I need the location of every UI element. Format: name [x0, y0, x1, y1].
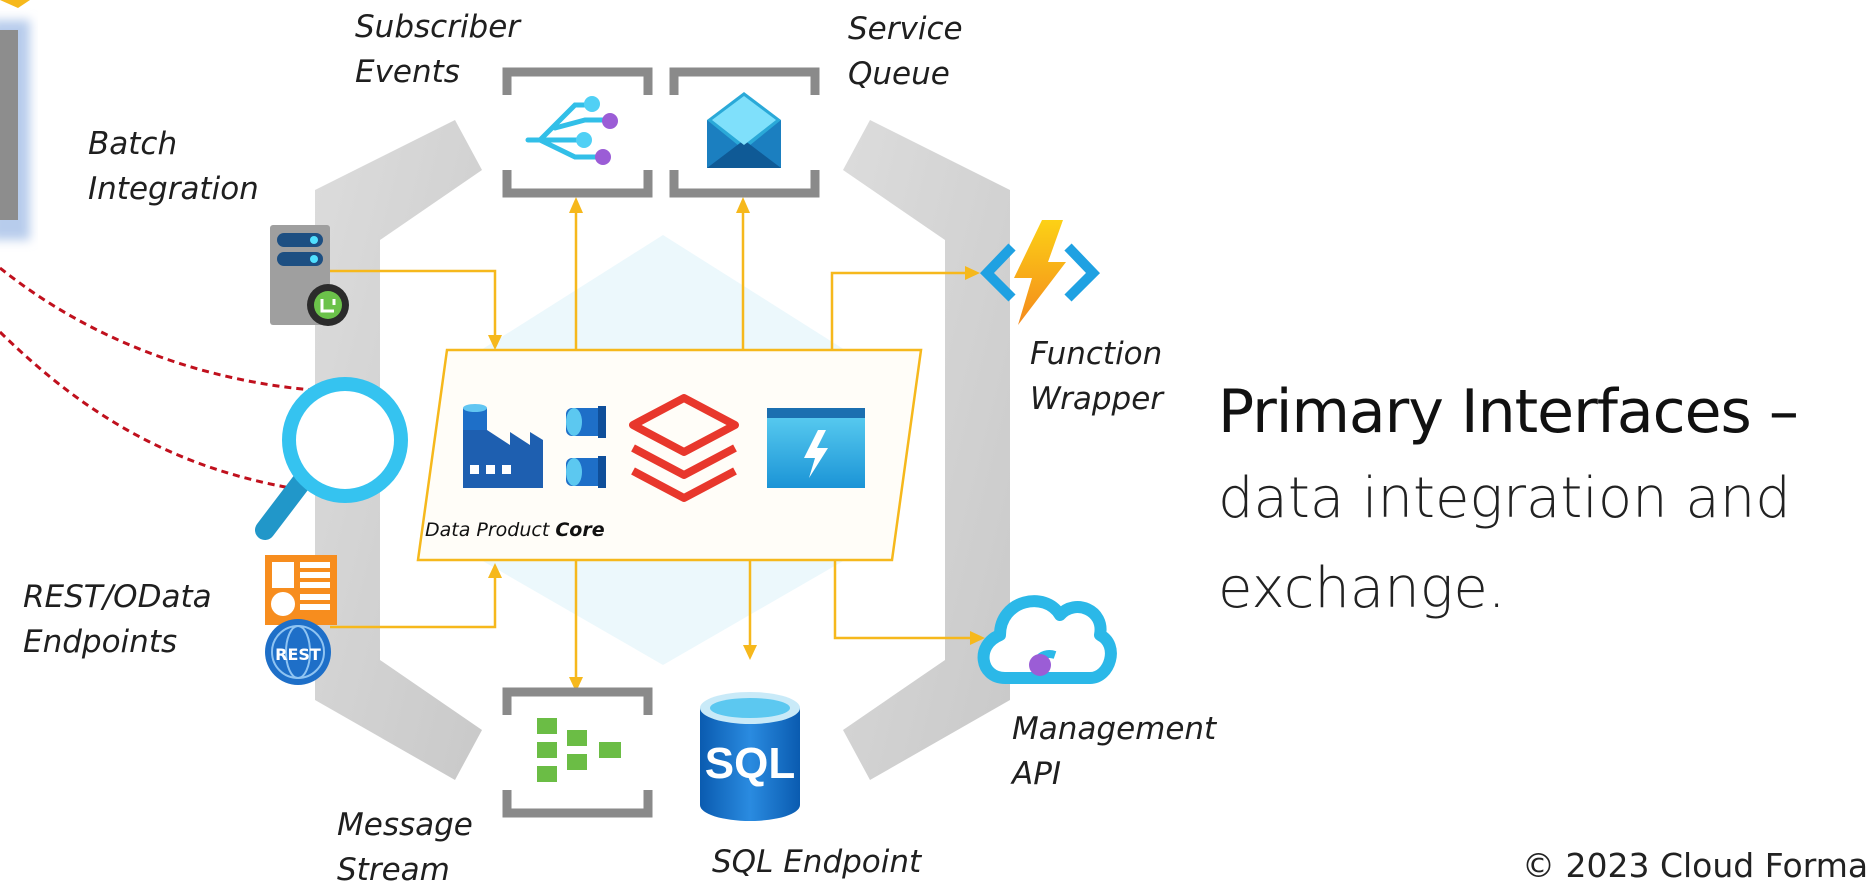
message-stream-box [502, 687, 653, 818]
headline-title: Primary Interfaces – [1218, 377, 1799, 447]
core-label-prefix: Data Product [425, 519, 556, 541]
file-share-icon [767, 408, 865, 488]
cropped-panel [0, 0, 30, 240]
event-grid-icon [525, 96, 618, 165]
storage-queue-icon [707, 92, 781, 168]
data-product-core [416, 348, 923, 562]
event-hub-icon [537, 718, 621, 782]
function-icon [979, 220, 1101, 325]
batch-to-core-connector [330, 269, 497, 340]
sql-icon-text: SQL [705, 739, 795, 788]
dashed-links [0, 266, 313, 492]
rest-api-icon: REST [265, 555, 337, 685]
api-management-icon [977, 595, 1117, 684]
right-frame [843, 120, 1010, 780]
batch-server-icon [270, 225, 349, 326]
search-icon [255, 377, 408, 540]
sql-database-icon: SQL [700, 692, 800, 821]
headline-body: data integration and exchange. [1218, 466, 1791, 621]
core-label-bold: Core [555, 519, 605, 541]
core-to-management-connector [833, 560, 975, 640]
copyright-text: © 2023 Cloud Forma [1522, 846, 1867, 885]
left-frame [315, 120, 482, 780]
core-label: Data Product Core [425, 519, 605, 541]
service-queue-box [669, 67, 820, 198]
data-factory-icon [463, 404, 543, 488]
rest-to-core-connector [330, 572, 497, 629]
headline: Primary Interfaces – data integration an… [1218, 370, 1858, 634]
core-to-function-connector [830, 271, 970, 350]
databricks-icon [629, 394, 739, 502]
connector-arrowheads [488, 197, 985, 692]
pipeline-icon [566, 406, 606, 488]
rest-icon-text: REST [275, 645, 321, 664]
sql-endpoint-label: SQL Endpoint [712, 844, 922, 880]
subscriber-events-box [502, 67, 653, 198]
connectors [330, 205, 975, 683]
